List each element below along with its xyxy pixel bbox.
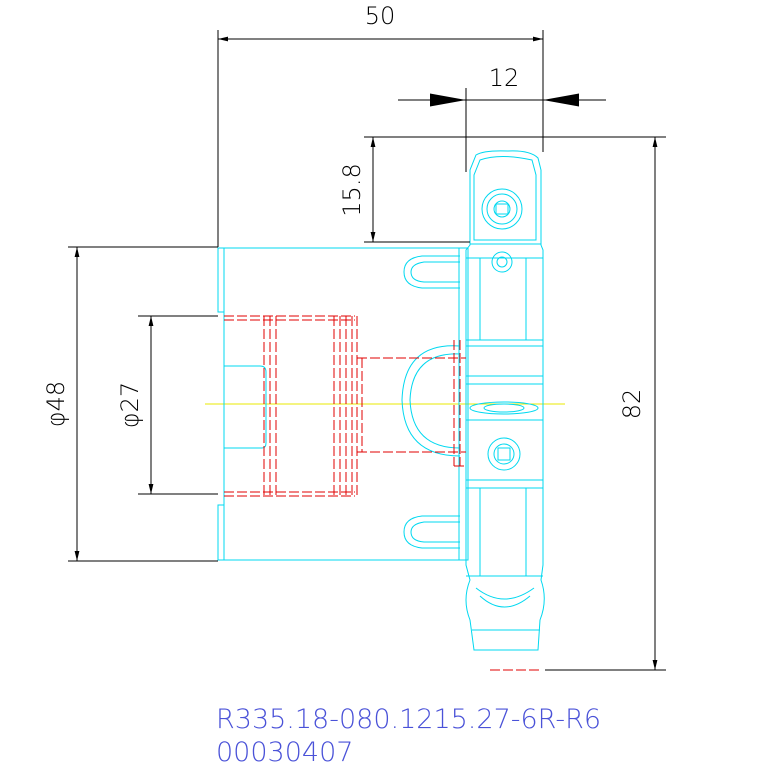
body-outline — [217, 247, 469, 561]
part-caption: R335.18-080.1215.27-6R-R6 00030407 — [216, 704, 601, 767]
part-code: R335.18-080.1215.27-6R-R6 — [216, 704, 601, 735]
dim-bore-diameter: φ27 — [116, 382, 144, 428]
dim-overall-width: 50 — [365, 2, 396, 30]
dimension-labels: 50 12 15.8 φ48 φ27 82 — [42, 2, 646, 428]
dim-cutter-diameter: 82 — [618, 389, 646, 420]
dimension-lines — [74, 36, 658, 670]
arrow-12-right — [543, 93, 579, 107]
cutter-outline — [465, 150, 545, 651]
arrow-12-left — [430, 93, 466, 107]
dim-cutter-width: 12 — [489, 64, 520, 92]
item-number: 00030407 — [216, 737, 353, 767]
extension-lines — [68, 30, 666, 671]
dim-insert-offset: 15.8 — [338, 163, 366, 216]
hidden-bore — [224, 136, 540, 671]
dim-body-diameter: φ48 — [42, 381, 70, 427]
